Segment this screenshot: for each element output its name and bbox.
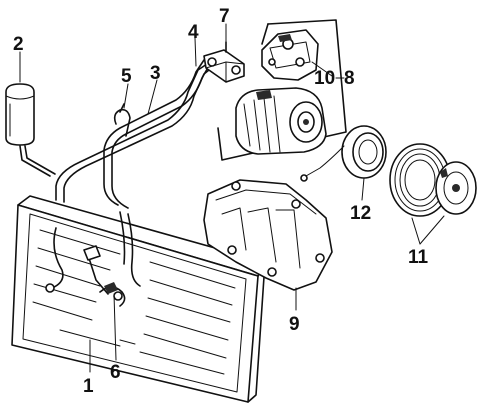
- callout-5: 5: [121, 66, 132, 87]
- callout-1: 1: [83, 376, 94, 397]
- clutch-pulley-hub: [389, 143, 477, 217]
- manifold-fitting: [203, 41, 245, 83]
- discharge-line: [55, 61, 215, 203]
- callout-4: 4: [188, 22, 199, 43]
- hose-6: [99, 282, 126, 307]
- condenser: [11, 195, 266, 403]
- receiver-drier: [5, 83, 56, 177]
- suction-hose: [103, 59, 211, 287]
- compressor-head: [261, 29, 319, 81]
- callout-2: 2: [13, 34, 24, 55]
- compressor-assembly: [217, 19, 347, 161]
- callout-9: 9: [289, 314, 300, 335]
- callout-6: 6: [110, 362, 121, 383]
- callout-3: 3: [150, 63, 161, 84]
- callout-7: 7: [219, 6, 230, 27]
- hose-5: [113, 103, 131, 137]
- callout-11: 11: [408, 247, 429, 268]
- callout-12: 12: [350, 203, 371, 224]
- leader-lines: [19, 23, 445, 373]
- callout-8: 8: [344, 68, 355, 89]
- condenser-fins: [32, 229, 236, 375]
- compressor-body: [235, 87, 327, 155]
- callout-10: 10: [314, 68, 335, 89]
- mounting-bracket: [203, 179, 333, 291]
